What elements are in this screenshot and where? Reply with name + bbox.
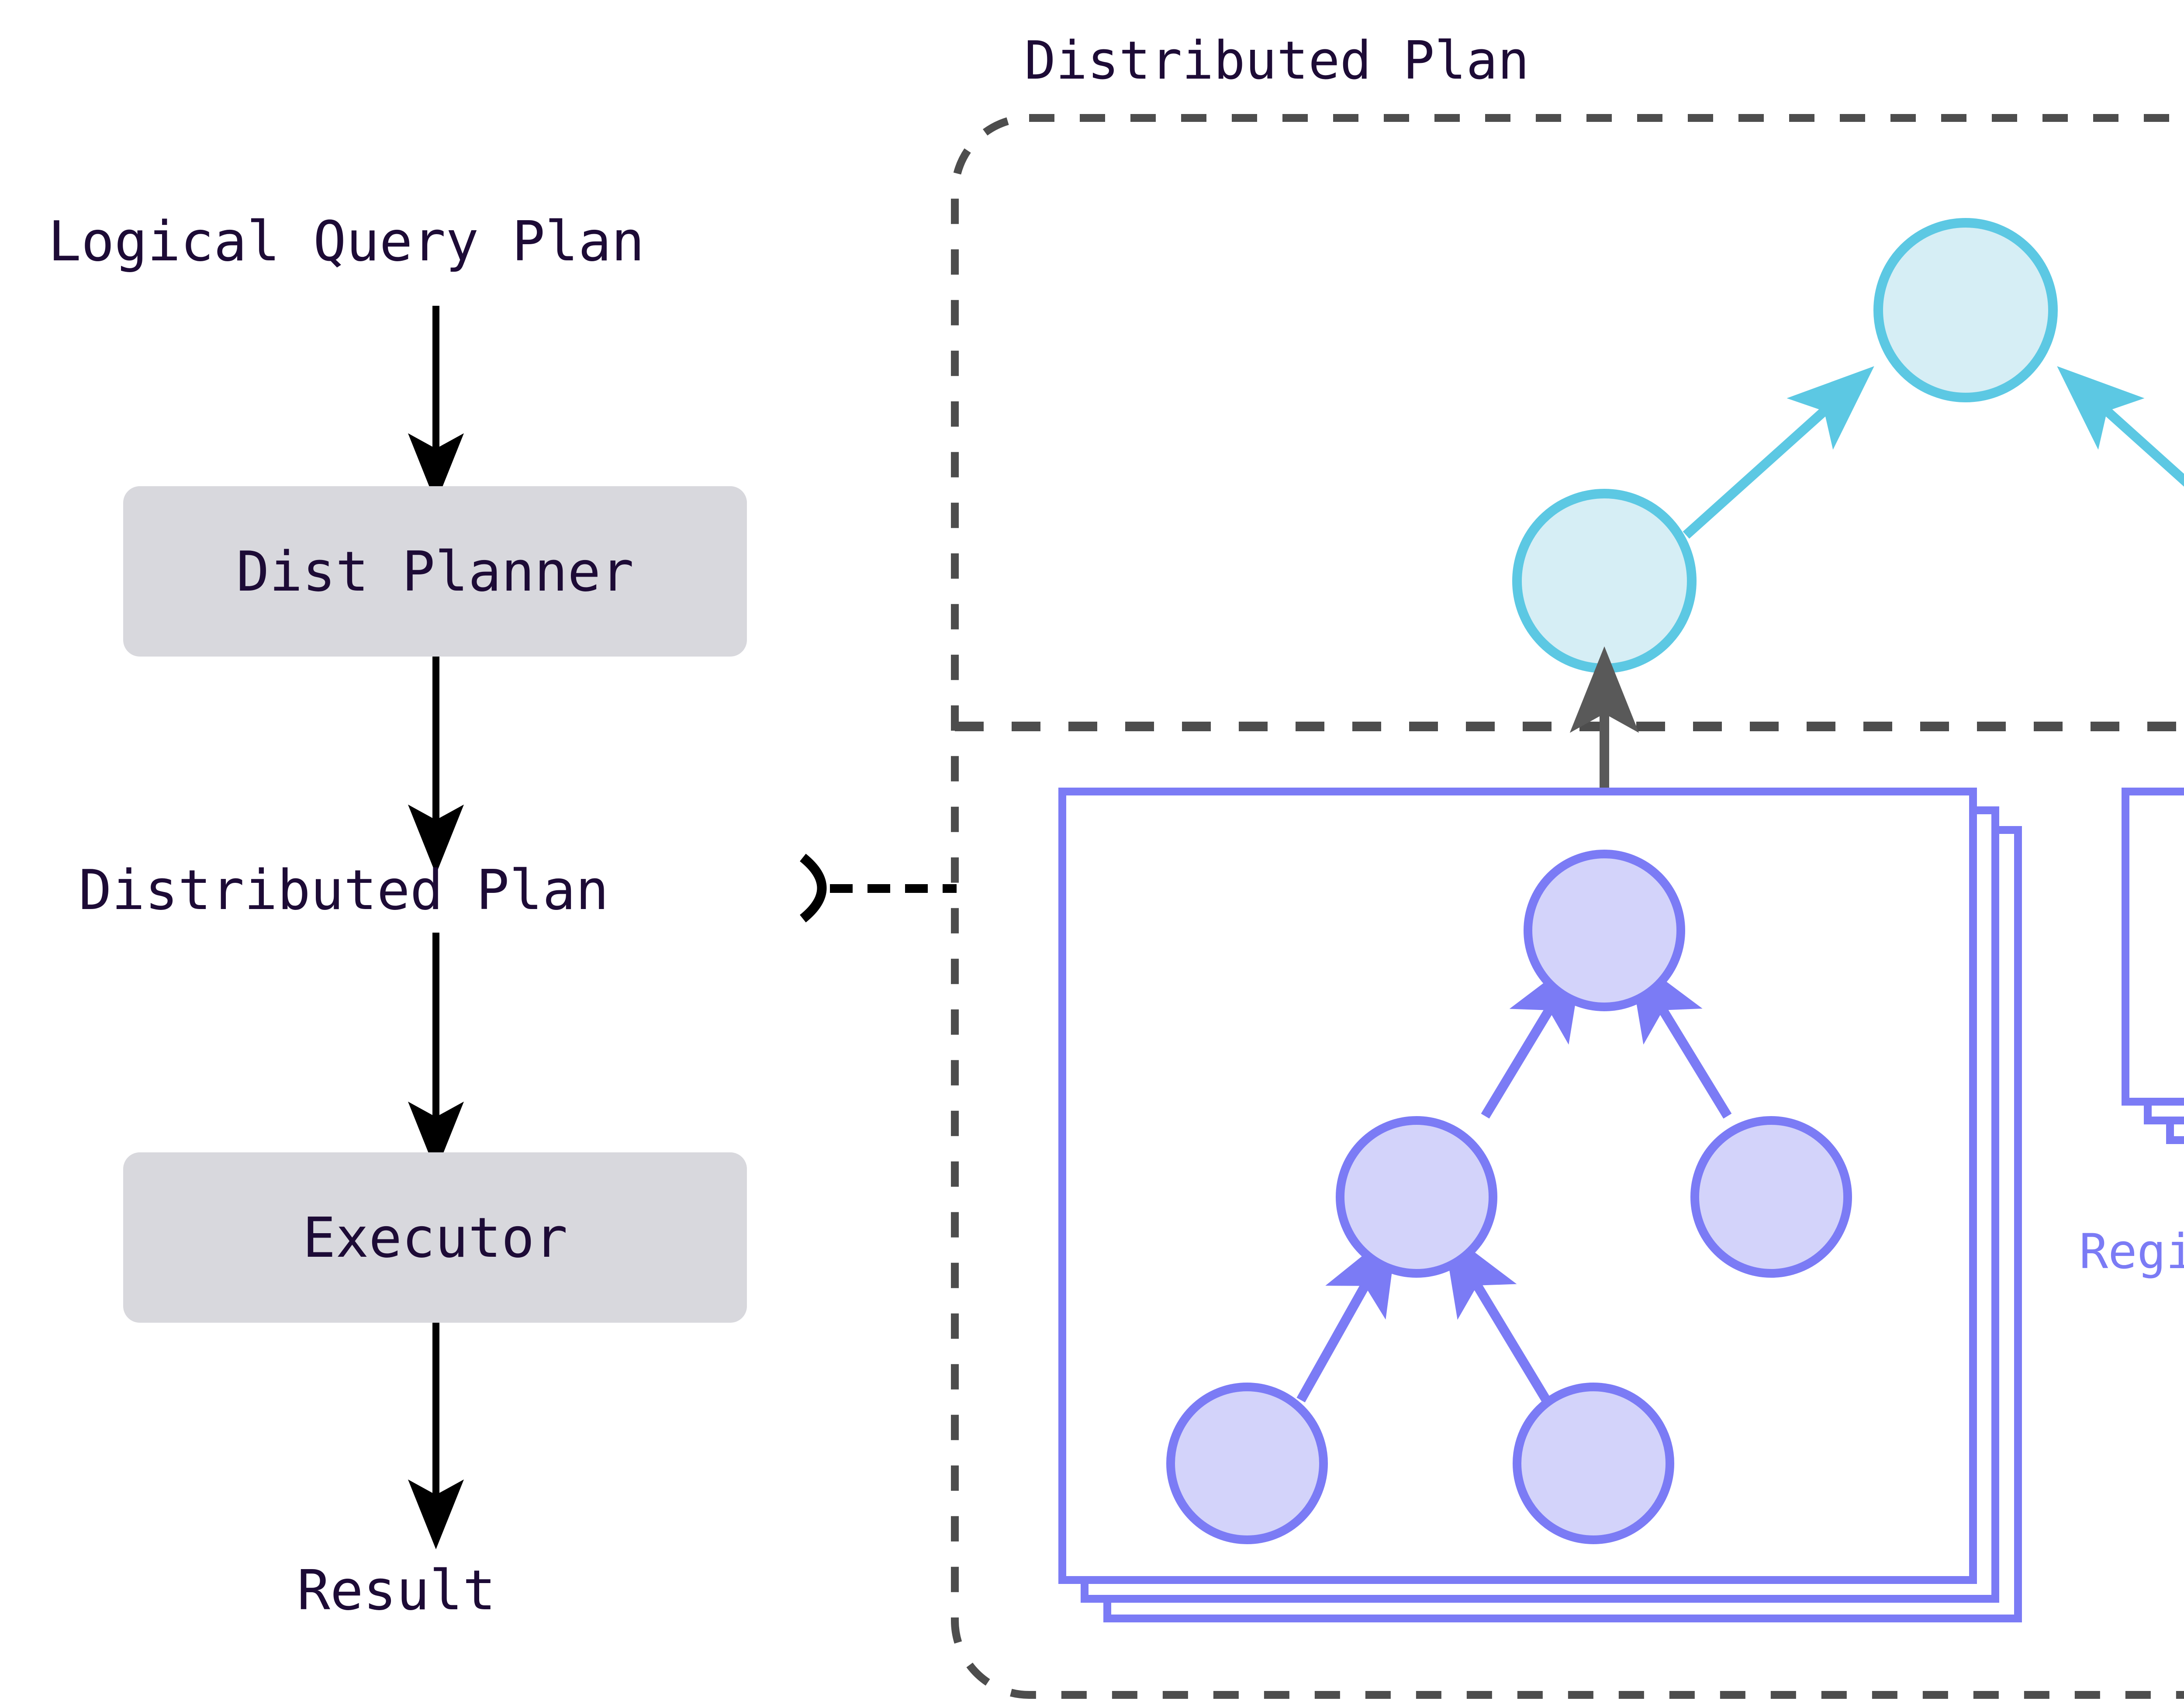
datanode-node-left-l3a[interactable] <box>1166 1383 1328 1544</box>
frontend-node-left[interactable] <box>1512 489 1697 673</box>
distributed-plan-title: Distributed Plan <box>1024 31 1529 91</box>
edge-left-l3a-to-l2a <box>1296 1227 1398 1403</box>
datanode-node-left-root[interactable] <box>1524 850 1685 1011</box>
region-stack-layer-front-right <box>2122 788 2184 1106</box>
executor-box <box>123 1152 747 1323</box>
distributed-plan-mid-label: Distributed Plan <box>79 858 609 922</box>
executor-label: Executor <box>302 1205 568 1270</box>
edge-frontend-right-to-root <box>2057 366 2184 487</box>
edge-left-l3b-to-l2a <box>1442 1227 1551 1403</box>
edge-frontend-left-to-root <box>1683 366 1874 539</box>
logical-query-plan-label: Logical Query Plan <box>48 209 645 273</box>
edge-left-l2a-to-root <box>1481 952 1584 1119</box>
distributed-plan-brace <box>799 854 827 923</box>
result-label: Result <box>297 1558 496 1622</box>
dist-planner-box <box>123 486 747 657</box>
frontend-node-root[interactable] <box>1873 218 2058 402</box>
datanode-node-left-l3b[interactable] <box>1513 1383 1674 1544</box>
edge-left-l2b-to-root <box>1628 953 1732 1119</box>
dist-planner-label: Dist Planner <box>236 539 634 604</box>
distributed-plan-dashed-container <box>951 114 2184 1699</box>
datanode-node-left-l2b[interactable] <box>1690 1116 1852 1278</box>
regions-label: Regions <box>2079 1224 2184 1279</box>
datanode-node-left-l2a[interactable] <box>1336 1116 1497 1278</box>
